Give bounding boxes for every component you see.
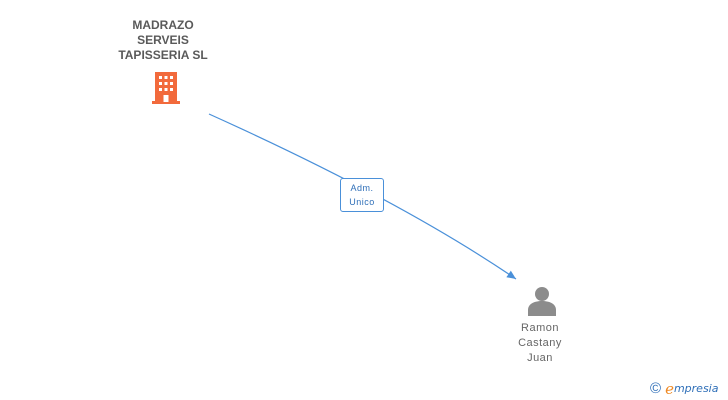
relation-label[interactable]: Adm. Unico [340,178,384,212]
company-name[interactable]: MADRAZO SERVEIS TAPISSERIA SL [88,18,238,63]
person-name-line-1: Ramon [521,322,559,334]
company-name-line-2: SERVEIS [137,33,189,47]
company-name-line-1: MADRAZO [132,18,194,32]
relation-label-line-1: Adm. [350,183,374,193]
brand-logo-text: mpresia [673,382,719,395]
person-name-line-3: Juan [527,352,553,364]
person-name[interactable]: Ramon Castany Juan [490,321,590,366]
company-name-line-3: TAPISSERIA SL [118,48,208,62]
relation-label-line-2: Unico [349,197,375,207]
person-icon[interactable] [528,286,556,316]
person-name-line-2: Castany [518,337,562,349]
brand-logo-initial: e [665,380,674,398]
copyright-icon: © [650,380,662,397]
building-icon[interactable] [150,70,182,104]
brand-footer: © e mpresia [650,380,718,398]
